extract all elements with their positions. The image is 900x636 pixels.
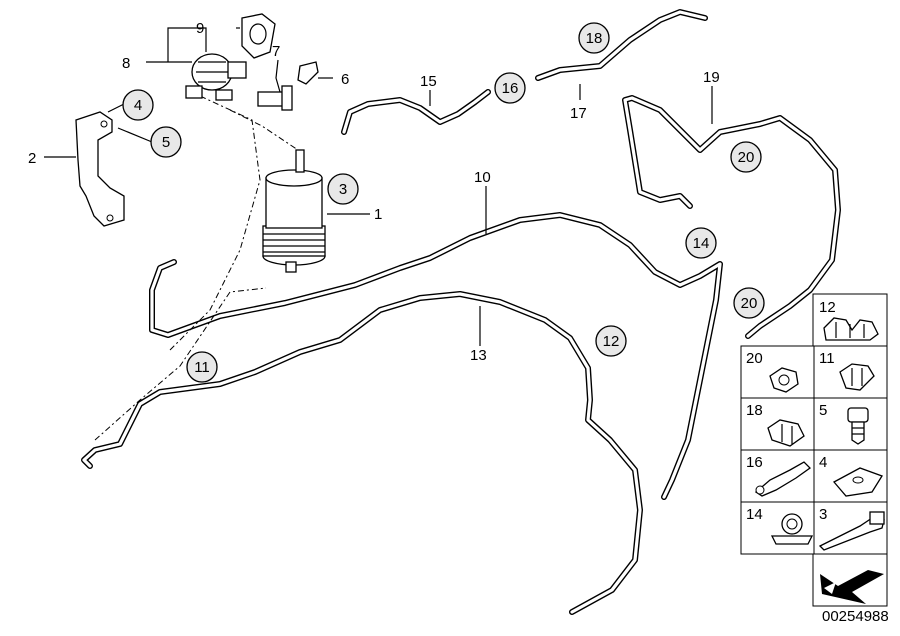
clip-12-drawing — [823, 317, 879, 341]
legend-number-18: 18 — [746, 402, 763, 419]
bracket — [75, 111, 125, 227]
phantom-lines — [94, 95, 301, 441]
clamp-14-drawing — [770, 513, 814, 545]
circle-label-12: 12 — [595, 325, 627, 357]
label-13: 13 — [470, 347, 487, 364]
tube-19 — [622, 95, 841, 339]
svg-text:18: 18 — [586, 30, 603, 47]
circle-label-20-bottom: 20 — [733, 287, 765, 319]
label-6: 6 — [341, 71, 349, 88]
clip-18-drawing — [767, 419, 805, 447]
valve-assembly — [185, 13, 319, 111]
circle-label-11: 11 — [186, 351, 218, 383]
label-10: 10 — [474, 169, 491, 186]
label-17: 17 — [570, 105, 587, 122]
legend-number-11: 11 — [819, 350, 835, 367]
legend-number-14: 14 — [746, 506, 763, 523]
tube-17 — [535, 9, 708, 81]
circled-labels: 3 4 5 11 12 14 16 18 20 20 — [122, 22, 765, 383]
legend-number-12: 12 — [819, 299, 836, 316]
label-19: 19 — [703, 69, 720, 86]
legend-number-16: 16 — [746, 454, 763, 471]
leaders — [44, 27, 713, 346]
cable-tie-3-drawing — [818, 511, 885, 551]
direction-arrow-icon — [820, 570, 884, 604]
svg-text:5: 5 — [162, 134, 170, 151]
svg-text:3: 3 — [339, 181, 347, 198]
nut-4-drawing — [832, 467, 883, 497]
circle-label-14: 14 — [685, 227, 717, 259]
carbon-canister — [262, 149, 326, 273]
tube-10 — [149, 212, 723, 500]
svg-text:20: 20 — [741, 295, 758, 312]
svg-text:11: 11 — [194, 359, 210, 376]
image-number: 00254988 — [822, 608, 889, 625]
legend-number-5: 5 — [819, 402, 827, 419]
tube-15 — [341, 89, 491, 135]
clip-20-drawing — [769, 367, 799, 393]
label-7: 7 — [272, 43, 280, 60]
label-1: 1 — [374, 206, 382, 223]
svg-text:4: 4 — [134, 97, 142, 114]
parts-legend: 12 20 11 18 5 16 4 14 3 — [740, 293, 888, 607]
circle-label-5: 5 — [150, 126, 182, 158]
svg-text:20: 20 — [738, 149, 755, 166]
label-15: 15 — [420, 73, 437, 90]
circle-label-20-top: 20 — [730, 141, 762, 173]
legend-number-3: 3 — [819, 506, 827, 523]
screw-5-drawing — [847, 407, 869, 445]
circle-label-4: 4 — [122, 89, 154, 121]
svg-text:14: 14 — [693, 235, 710, 252]
svg-text:12: 12 — [603, 333, 620, 350]
legend-number-20: 20 — [746, 350, 763, 367]
svg-text:16: 16 — [502, 80, 519, 97]
legend-number-4: 4 — [819, 454, 827, 471]
label-2: 2 — [28, 150, 36, 167]
plain-labels: 1 2 6 7 8 9 10 13 15 17 19 — [28, 20, 720, 364]
label-8: 8 — [122, 55, 130, 72]
connector-16-drawing — [754, 461, 812, 497]
circle-label-3: 3 — [327, 173, 359, 205]
tube-13 — [81, 291, 643, 615]
clip-11-drawing — [839, 363, 875, 391]
circle-label-16: 16 — [494, 72, 526, 104]
circle-label-18: 18 — [578, 22, 610, 54]
label-9: 9 — [196, 20, 204, 37]
